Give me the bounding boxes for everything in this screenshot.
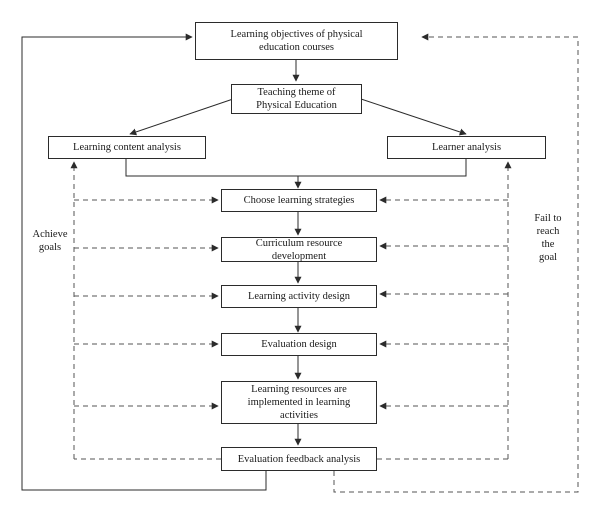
node-resource-dev: Curriculum resource development <box>221 237 377 262</box>
node-content-analysis: Learning content analysis <box>48 136 206 159</box>
node-objectives: Learning objectives of physical educatio… <box>195 22 398 60</box>
node-activity-design: Learning activity design <box>221 285 377 308</box>
label-fail-goal: Fail to reach the goal <box>528 212 568 264</box>
node-strategies: Choose learning strategies <box>221 189 377 212</box>
node-feedback: Evaluation feedback analysis <box>221 447 377 471</box>
label-achieve-goals: Achieve goals <box>28 228 72 254</box>
node-theme: Teaching theme of Physical Education <box>231 84 362 114</box>
edge-theme-learner <box>357 97 467 136</box>
node-learner-analysis: Learner analysis <box>387 136 546 159</box>
node-evaluation-design: Evaluation design <box>221 333 377 356</box>
edge-feedback-loop-left <box>21 33 267 491</box>
edge-theme-content <box>129 97 237 136</box>
edge-analysis-merge <box>125 159 467 177</box>
node-implemented: Learning resources are implemented in le… <box>221 381 377 424</box>
edge-fail-loop-right <box>333 33 579 493</box>
